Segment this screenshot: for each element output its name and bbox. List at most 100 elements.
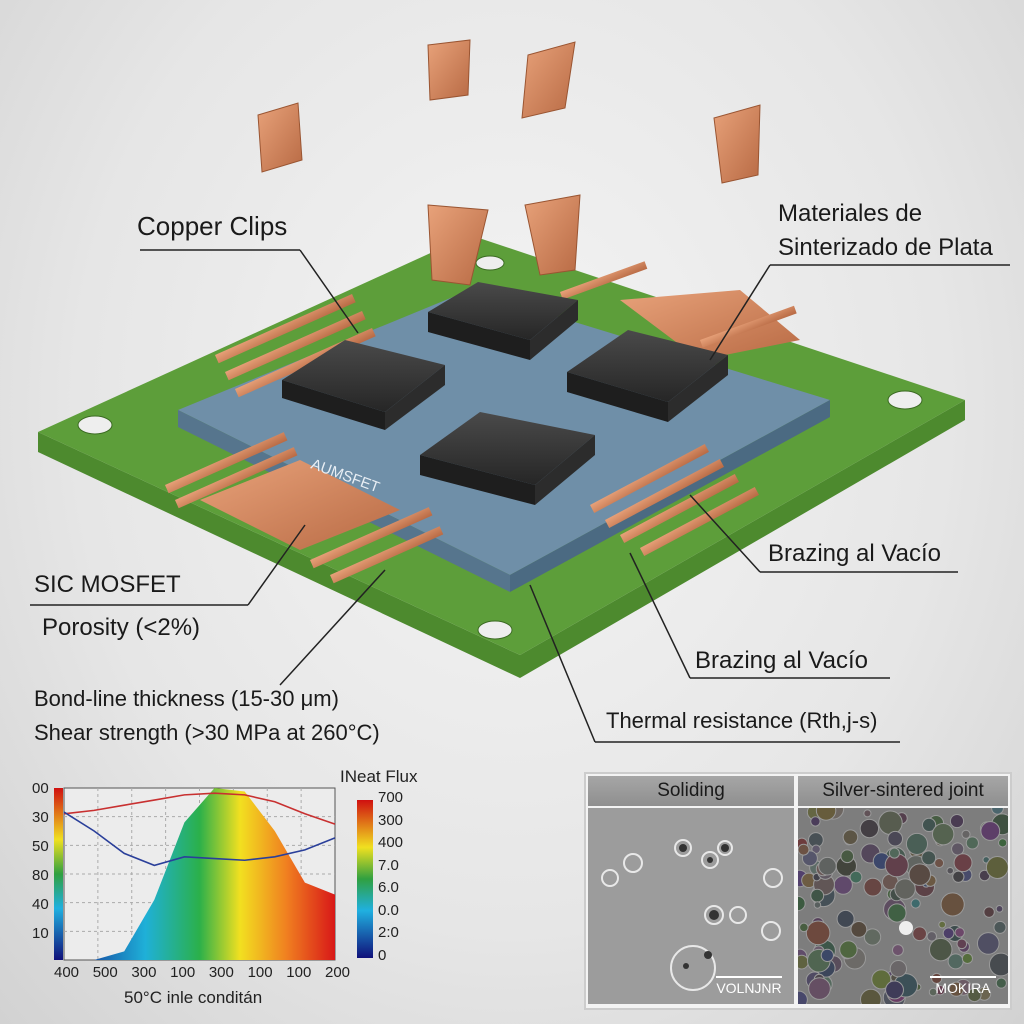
sem-comparison-panel: Soliding Silver-sintered joint VOLNJNR M… (584, 772, 1012, 1010)
mounting-hole (77, 415, 113, 435)
pore (849, 870, 863, 884)
colorbar-tick-label: 700 (378, 789, 404, 806)
x-tick-label: 100 (247, 964, 273, 981)
pore (887, 830, 904, 847)
pore (878, 810, 903, 836)
lead-frame-left (165, 293, 444, 584)
scale-bar-silver-sintered: MOKIRA (930, 976, 996, 996)
label-shear-strength: Shear strength (>30 MPa at 260°C) (34, 720, 380, 745)
x-tick-label: 200 (325, 964, 351, 981)
pore (887, 903, 907, 923)
pore (953, 853, 973, 873)
pore (976, 932, 1000, 955)
blue-line (63, 811, 336, 867)
pore (910, 898, 921, 909)
scale-bar-soliding: VOLNJNR (716, 976, 782, 996)
pore (799, 922, 809, 933)
sic-mosfet-chip (428, 282, 578, 360)
heat-flux-area (64, 788, 335, 960)
colorbar-tick-label: 300 (378, 811, 404, 829)
sic-mosfet-chip (420, 412, 595, 505)
pore (860, 988, 882, 1004)
pore (956, 938, 968, 950)
colorbar (357, 800, 373, 958)
chart-title: INeat Flux (340, 767, 418, 786)
pore (863, 928, 882, 946)
sem-image-soliding: VOLNJNR (588, 808, 794, 1004)
pore (954, 927, 965, 938)
sem-image-silver-sintered: MOKIRA (798, 808, 1008, 1004)
pore (965, 836, 979, 850)
label-bond-line: Bond-line thickness (15-30 μm) (34, 686, 339, 711)
pore (948, 981, 964, 997)
y-tick-label: 80 (32, 867, 49, 884)
colorbar-tick-label: 7.0 (378, 856, 399, 874)
pore (842, 829, 859, 845)
left-colorbar (54, 788, 63, 960)
pore (985, 856, 1008, 879)
power-module-illustration: AUMSFET (30, 39, 1010, 743)
label-sic-mosfet: SIC MOSFET (34, 571, 181, 598)
pore (995, 905, 1004, 913)
pore (951, 842, 965, 856)
pore (798, 843, 810, 856)
red-line (63, 792, 336, 825)
colorbar-tick-label: 2:0 (378, 924, 399, 941)
pore (863, 809, 872, 818)
label-copper-clips: Copper Clips (137, 211, 288, 241)
pore (942, 927, 955, 940)
pore (952, 870, 965, 883)
copper-pad (200, 460, 400, 550)
pore (813, 901, 822, 909)
pore (926, 931, 938, 942)
x-tick-label: 500 (92, 964, 118, 981)
label-brazing-2: Brazing al Vacío (695, 647, 868, 674)
pore (836, 909, 855, 928)
copper-pad (620, 290, 800, 360)
pore (889, 960, 907, 978)
pore (980, 821, 1001, 841)
pore (850, 921, 868, 938)
pore (905, 832, 929, 855)
x-tick-label: 100 (170, 964, 196, 981)
mounting-hole (477, 620, 513, 640)
pore (998, 838, 1008, 848)
mounting-hole (475, 255, 505, 271)
pore (820, 948, 834, 962)
pore (949, 813, 965, 829)
x-tick-label: 400 (54, 964, 80, 981)
label-silver-sinter-line1: Materiales de (778, 200, 923, 227)
sic-mosfet-chip (567, 330, 728, 422)
pore (815, 808, 837, 821)
pore (961, 829, 971, 839)
pore (995, 977, 1007, 989)
pore (840, 849, 855, 864)
colorbar-tick-label: 400 (378, 834, 404, 851)
label-porosity: Porosity (<2%) (42, 614, 201, 641)
y-tick-label: 30 (32, 809, 49, 826)
y-tick-label: 10 (32, 925, 49, 942)
pore (894, 878, 916, 900)
x-tick-label: 100 (286, 964, 312, 981)
pore (818, 856, 837, 876)
colorbar-tick-label: 6.0 (378, 879, 399, 896)
y-tick-label: 00 (32, 780, 49, 797)
pore (938, 920, 947, 929)
pore (912, 926, 927, 942)
pore (983, 906, 995, 918)
colorbar-tick-label: 0 (378, 946, 387, 964)
pore (798, 954, 809, 970)
pore (961, 952, 973, 965)
copper-clip (257, 39, 761, 286)
pore (863, 877, 883, 897)
pore (934, 858, 945, 869)
pore (988, 952, 1008, 977)
pore (808, 977, 831, 1000)
x-tick-label: 300 (131, 964, 157, 981)
pore (993, 920, 1007, 934)
pore (798, 895, 806, 912)
pore (891, 944, 904, 957)
pore (859, 818, 880, 839)
mounting-hole (887, 390, 923, 410)
